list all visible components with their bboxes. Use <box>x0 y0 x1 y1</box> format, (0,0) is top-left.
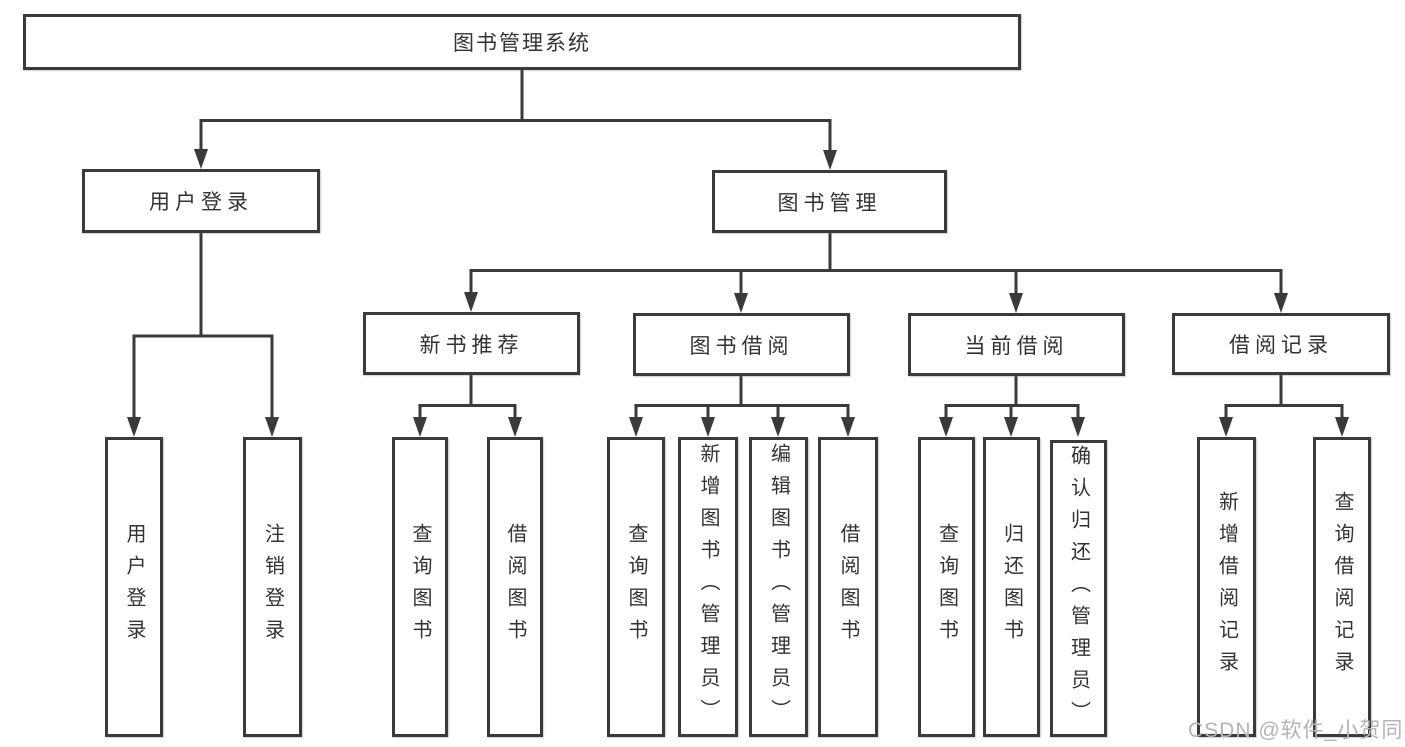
node-book-management-branch: 图书管理 <box>712 170 947 233</box>
leaf-edit-books-admin-label: 编辑图书（管理员） <box>767 443 790 731</box>
leaf-confirm-return-admin: 确认归还（管理员） <box>1050 440 1107 737</box>
leaf-borrow-books-recommend-label: 借阅图书 <box>504 523 526 651</box>
leaf-add-books-admin: 新增图书（管理员） <box>678 437 738 737</box>
leaf-query-books-current: 查询图书 <box>918 437 975 737</box>
leaf-borrow-books-borrow: 借阅图书 <box>818 437 878 737</box>
leaf-query-books-recommend-label: 查询图书 <box>409 523 431 651</box>
node-current-borrow-label: 当前借阅 <box>964 334 1069 358</box>
leaf-query-books-current-label: 查询图书 <box>935 523 958 651</box>
leaf-borrow-books-recommend: 借阅图书 <box>487 437 543 737</box>
node-user-login-branch-label: 用户登录 <box>149 191 253 214</box>
leaf-query-books-recommend: 查询图书 <box>392 437 448 737</box>
node-book-management-branch-label: 图书管理 <box>777 191 882 215</box>
node-borrow-records-label: 借阅记录 <box>1229 334 1333 357</box>
leaf-borrow-books-borrow-label: 借阅图书 <box>837 523 859 651</box>
node-user-login-branch: 用户登录 <box>82 169 320 233</box>
node-borrow-records: 借阅记录 <box>1172 313 1390 375</box>
node-book-borrow-label: 图书借阅 <box>689 334 794 358</box>
leaf-edit-books-admin: 编辑图书（管理员） <box>749 437 808 737</box>
leaf-user-login-label: 用户登录 <box>123 523 145 651</box>
node-current-borrow: 当前借阅 <box>908 313 1125 376</box>
leaf-return-books: 归还图书 <box>983 437 1040 737</box>
csdn-watermark: CSDN @软件_小贺同学 <box>1188 719 1405 742</box>
leaf-return-books-label: 归还图书 <box>1000 523 1023 651</box>
leaf-confirm-return-admin-label: 确认归还（管理员） <box>1067 444 1090 733</box>
leaf-add-borrow-record-label: 新增借阅记录 <box>1215 491 1238 683</box>
leaf-add-books-admin-label: 新增图书（管理员） <box>697 443 719 731</box>
node-new-book-recommend: 新书推荐 <box>363 312 580 375</box>
node-new-book-recommend-label: 新书推荐 <box>419 333 524 357</box>
leaf-query-borrow-record: 查询借阅记录 <box>1313 437 1371 737</box>
leaf-user-login: 用户登录 <box>105 437 163 737</box>
leaf-query-borrow-record-label: 查询借阅记录 <box>1331 491 1353 683</box>
leaf-add-borrow-record: 新增借阅记录 <box>1197 437 1256 737</box>
leaf-query-books-borrow-label: 查询图书 <box>625 523 647 651</box>
node-book-borrow: 图书借阅 <box>633 313 850 376</box>
leaf-logout-login-label: 注销登录 <box>261 523 284 651</box>
node-root: 图书管理系统 <box>23 14 1021 70</box>
leaf-logout-login: 注销登录 <box>243 437 302 737</box>
leaf-query-books-borrow: 查询图书 <box>607 437 665 737</box>
node-root-label: 图书管理系统 <box>453 32 591 55</box>
